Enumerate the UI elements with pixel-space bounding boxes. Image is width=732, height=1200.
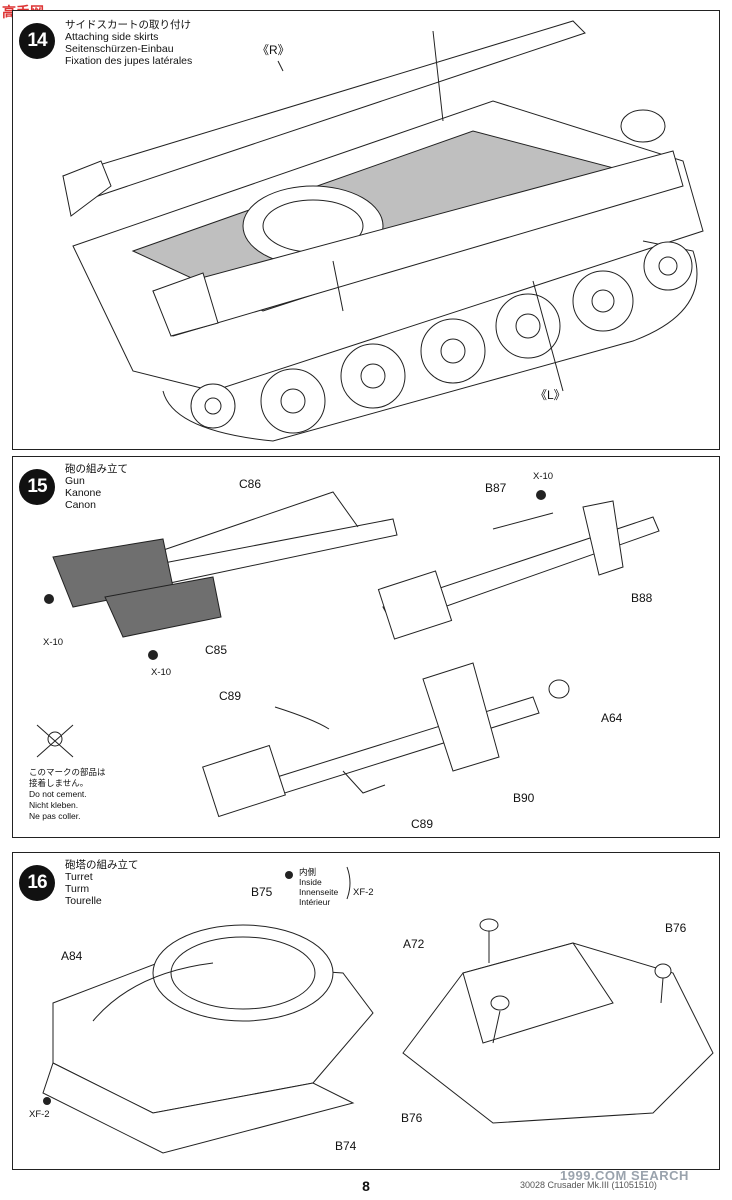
- inside-note: 内側 Inside Innenseite Intérieur: [299, 867, 338, 907]
- step-14-panel: 14 サイドスカートの取り付け Attaching side skirts Se…: [12, 10, 720, 450]
- title-fr: Fixation des jupes latérales: [65, 55, 193, 67]
- part-b76-bottom: B76: [401, 1111, 423, 1125]
- inside-en: Inside: [299, 877, 322, 887]
- note-de: Nicht kleben.: [29, 800, 79, 810]
- paint-dot-icon: [44, 594, 54, 604]
- paint-x10-c: X-10: [533, 471, 554, 482]
- gun-drawing: [36, 490, 660, 818]
- part-c89-bottom: C89: [411, 817, 434, 831]
- step-14-titles: サイドスカートの取り付け Attaching side skirts Seite…: [65, 19, 192, 67]
- step-number-badge: 14: [19, 23, 55, 59]
- road-wheels: [190, 241, 693, 434]
- paint-dot-icon: [43, 1097, 51, 1105]
- title-en: Turret: [65, 871, 93, 883]
- paint-xf2: XF-2: [29, 1109, 50, 1120]
- part-b76-top: B76: [665, 921, 687, 935]
- part-b90: B90: [513, 791, 535, 805]
- do-not-cement-icon: [36, 724, 74, 758]
- do-not-cement-note: このマークの部品は 接着しません。 Do not cement. Nicht k…: [29, 767, 106, 822]
- step-16-titles: 砲塔の組み立て Turret Turm Tourelle: [65, 859, 139, 907]
- note-en: Do not cement.: [29, 789, 87, 799]
- part-a64: A64: [601, 711, 623, 725]
- watermark-search: 1999.COM SEARCH: [560, 1168, 689, 1183]
- paint-dot-icon: [148, 650, 158, 660]
- title-jp: サイドスカートの取り付け: [65, 19, 191, 31]
- title-en: Attaching side skirts: [65, 31, 159, 43]
- step-number-badge: 15: [19, 469, 55, 505]
- b90-plate: [422, 662, 500, 772]
- part-a84: A84: [61, 949, 83, 963]
- turret-drawing: [42, 866, 714, 1154]
- part-b87: B87: [485, 481, 507, 495]
- turret-ring-b75: [152, 924, 334, 1022]
- inside-fr: Intérieur: [299, 897, 331, 907]
- barrel-c86: [142, 518, 398, 588]
- paint-dot-icon: [285, 871, 293, 879]
- part-b74: B74: [335, 1139, 357, 1153]
- part-c86: C86: [239, 477, 262, 491]
- step-number-badge: 16: [19, 865, 55, 901]
- title-jp: 砲の組み立て: [65, 463, 128, 475]
- turret-floor-b74: [42, 1062, 355, 1154]
- title-fr: Tourelle: [65, 895, 102, 907]
- part-c89-top: C89: [219, 689, 242, 703]
- inside-paint: XF-2: [353, 887, 374, 898]
- title-de: Kanone: [65, 487, 102, 499]
- paint-dot-icon: [536, 490, 546, 500]
- paint-x10-b: X-10: [151, 667, 172, 678]
- a64-part: [548, 679, 570, 699]
- part-c85: C85: [205, 643, 228, 657]
- note-jp-1: このマークの部品は: [29, 767, 106, 777]
- breech-c85-right: [104, 576, 222, 638]
- step-15-panel: 15 砲の組み立て Gun Kanone Canon C86 C85 X-10 …: [12, 456, 720, 838]
- label-left-side: 《L》: [535, 388, 566, 402]
- paint-x10-a: X-10: [43, 637, 64, 648]
- step-15-titles: 砲の組み立て Gun Kanone Canon: [65, 463, 128, 511]
- title-de: Seitenschürzen-Einbau: [65, 43, 174, 55]
- note-jp-2: 接着しません。: [29, 778, 89, 788]
- inside-jp: 内側: [299, 867, 317, 877]
- page-number: 8: [362, 1178, 370, 1194]
- inside-de: Innenseite: [299, 887, 339, 897]
- title-fr: Canon: [65, 499, 96, 511]
- part-a72: A72: [403, 937, 425, 951]
- label-right-side: 《R》: [257, 43, 290, 57]
- hull-drawing: [62, 20, 704, 442]
- footer-product-code: 30028 Crusader Mk.III (11051510): [520, 1180, 657, 1190]
- title-jp: 砲塔の組み立て: [65, 859, 139, 871]
- step-16-panel: 16 砲塔の組み立て Turret Turm Tourelle B75 内側 I…: [12, 852, 720, 1170]
- part-b88: B88: [631, 591, 653, 605]
- title-en: Gun: [65, 475, 85, 487]
- part-b75: B75: [251, 885, 273, 899]
- part-b76-icon: [654, 963, 672, 979]
- hatch-a72: [479, 918, 499, 932]
- title-de: Turm: [65, 883, 90, 895]
- note-fr: Ne pas coller.: [29, 811, 81, 821]
